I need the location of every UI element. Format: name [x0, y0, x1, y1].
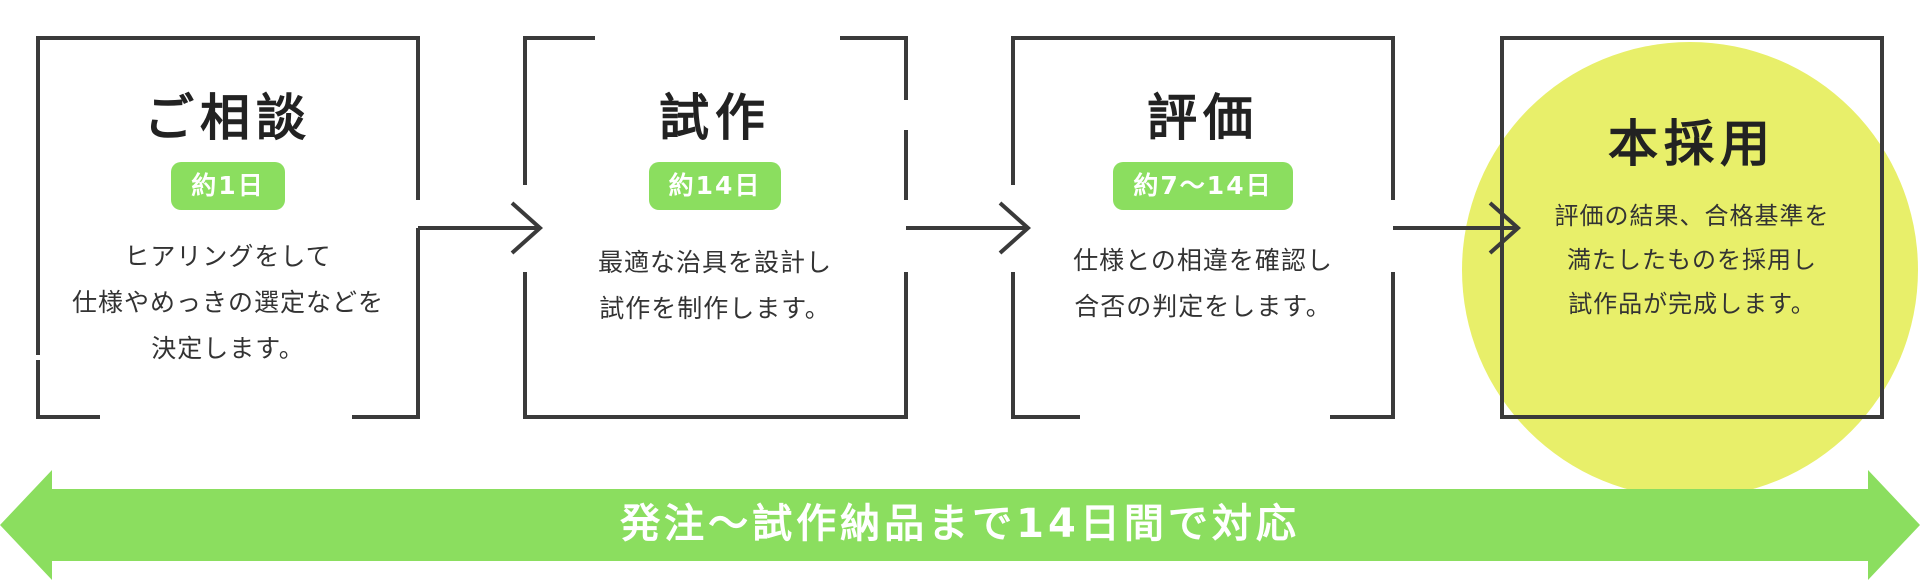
- step-evaluation: 評価 約7〜14日 仕様との相違を確認し 合否の判定をします。: [1013, 88, 1393, 330]
- connector-arrow-1: [418, 201, 544, 255]
- step-frame-prototype: [523, 36, 908, 419]
- highlight-circle: [1462, 42, 1918, 498]
- timeline-banner-text: 発注〜試作納品まで14日間で対応: [620, 501, 1300, 547]
- connector-arrow-2: [906, 201, 1032, 255]
- step-title: 評価: [1147, 89, 1259, 147]
- step-adoption: 本採用 評価の結果、合格基準を 満たしたものを採用し 試作品が完成します。: [1502, 114, 1882, 326]
- step-prototype: 試作 約14日 最適な治具を設計し 試作を制作します。: [525, 88, 905, 332]
- duration-badge: 約14日: [648, 162, 782, 210]
- step-title: ご相談: [144, 89, 312, 147]
- step-description: 評価の結果、合格基準を 満たしたものを採用し 試作品が完成します。: [1554, 202, 1830, 318]
- step-frame-adoption: [1500, 36, 1884, 419]
- step-description: ヒアリングをして 仕様やめっきの選定などを 決定します。: [71, 242, 384, 363]
- duration-badge: 約1日: [171, 162, 285, 210]
- step-title: 本採用: [1608, 115, 1776, 173]
- duration-badge: 約7〜14日: [1113, 162, 1293, 210]
- step-description: 仕様との相違を確認し 合否の判定をします。: [1073, 246, 1333, 321]
- step-frame-evaluation: [1011, 36, 1395, 419]
- step-title: 試作: [659, 89, 771, 147]
- step-consultation: ご相談 約1日 ヒアリングをして 仕様やめっきの選定などを 決定します。: [38, 88, 418, 372]
- timeline-banner-arrow: [0, 470, 1920, 580]
- step-frame-consultation: [36, 36, 420, 419]
- connector-arrow-3: [1393, 201, 1522, 255]
- step-description: 最適な治具を設計し 試作を制作します。: [597, 248, 832, 323]
